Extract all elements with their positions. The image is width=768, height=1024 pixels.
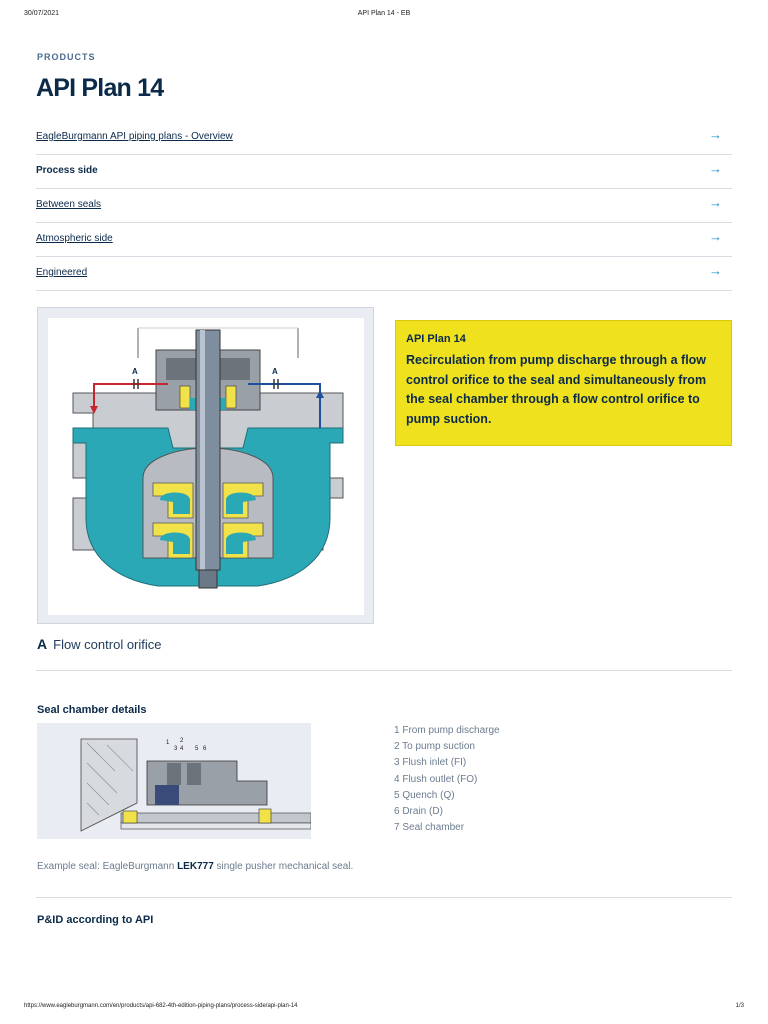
info-box-description: Recirculation from pump discharge throug… (406, 353, 707, 426)
list-item: 6 Drain (D) (394, 805, 443, 817)
example-suffix: single pusher mechanical seal. (213, 861, 354, 872)
callout-number: 3 (174, 746, 178, 752)
list-item: 3 Flush inlet (FI) (394, 757, 467, 769)
plan-diagram: A A (37, 307, 374, 624)
list-item: 7 Seal chamber (394, 822, 465, 834)
category-eyebrow: PRODUCTS (37, 52, 96, 62)
nav-item-label[interactable]: EagleBurgmann API piping plans - Overvie… (36, 131, 233, 142)
info-box-title: API Plan 14 (406, 333, 466, 345)
arrow-right-icon[interactable]: → (709, 229, 722, 244)
piping-plan-nav: EagleBurgmann API piping plans - Overvie… (36, 121, 732, 291)
list-item: 2 To pump suction (394, 741, 475, 753)
list-item: 4 Flush outlet (FO) (394, 773, 478, 785)
example-seal-caption: Example seal: EagleBurgmann LEK777 singl… (37, 861, 353, 872)
example-seal-name: LEK777 (177, 861, 214, 872)
orifice-marker-left: A (132, 367, 138, 376)
print-date: 30/07/2021 (24, 10, 60, 17)
example-prefix: Example seal: EagleBurgmann (37, 861, 178, 872)
legend-key: A (37, 636, 48, 652)
nav-item-atmospheric-side[interactable]: Atmospheric side → (36, 223, 732, 257)
pid-heading: P&ID according to API (37, 914, 154, 926)
nav-item-label[interactable]: Engineered (36, 267, 88, 278)
arrow-right-icon[interactable]: → (709, 127, 722, 142)
nav-item-label[interactable]: Atmospheric side (36, 233, 113, 244)
callout-number: 6 (203, 746, 207, 752)
callout-number: 1 (166, 740, 170, 746)
orifice-marker-right: A (272, 367, 278, 376)
legend-text: Flow control orifice (53, 637, 162, 652)
list-item: 5 Quench (Q) (394, 789, 455, 801)
page-title: API Plan 14 (36, 74, 164, 102)
seal-chamber-details-list: 1 From pump discharge 2 To pump suction … (394, 725, 500, 838)
nav-item-between-seals[interactable]: Between seals → (36, 189, 732, 223)
print-page-number: 1/3 (735, 1003, 744, 1009)
plan-info-box: API Plan 14 Recirculation from pump disc… (395, 320, 732, 446)
callout-number: 5 (195, 746, 199, 752)
arrow-right-icon[interactable]: → (709, 263, 722, 278)
seal-chamber-heading: Seal chamber details (37, 704, 147, 716)
list-item: 1 From pump discharge (394, 725, 500, 736)
callout-number: 4 (180, 746, 184, 752)
print-title: API Plan 14 - EB (357, 10, 411, 17)
section-divider (36, 897, 732, 898)
pump-seal-illustration: A A (48, 318, 364, 615)
nav-item-process-side[interactable]: Process side → (36, 155, 732, 189)
nav-item-label[interactable]: Between seals (36, 199, 102, 210)
diagram-legend: A Flow control orifice (37, 636, 162, 652)
nav-item-engineered[interactable]: Engineered → (36, 257, 732, 291)
callout-number: 2 (180, 738, 184, 744)
section-divider (36, 670, 732, 671)
arrow-right-icon[interactable]: → (709, 161, 722, 176)
nav-item-label[interactable]: Process side (36, 165, 98, 176)
arrow-right-icon[interactable]: → (709, 195, 722, 210)
seal-cross-section-illustration: 1 2 3 4 5 6 (37, 723, 312, 839)
print-footer-url: https://www.eagleburgmann.com/en/product… (24, 1003, 298, 1009)
nav-item-overview[interactable]: EagleBurgmann API piping plans - Overvie… (36, 121, 732, 155)
seal-chamber-image: 1 2 3 4 5 6 (37, 723, 312, 839)
